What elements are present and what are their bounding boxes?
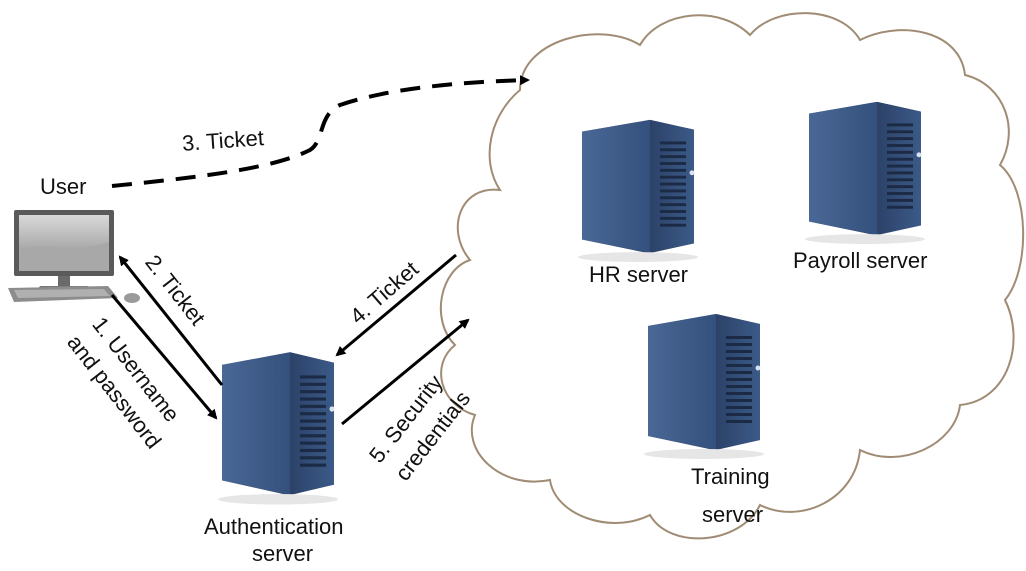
- arrow-step-2: [118, 255, 224, 386]
- server-icon: [218, 352, 338, 505]
- arrow-step-3: [111, 75, 530, 188]
- arrow-step-5: [341, 318, 470, 426]
- server-icon: [805, 101, 925, 244]
- user-label: User: [40, 174, 87, 199]
- computer-icon: [8, 210, 140, 303]
- server-icon: [644, 314, 764, 459]
- auth-server-label-line1: Authentication: [204, 514, 344, 539]
- training-server-label-line2: server: [702, 502, 764, 527]
- auth-server-label-line2: server: [252, 541, 314, 566]
- payroll-server-label: Payroll server: [793, 248, 928, 273]
- cloud-shape: [439, 12, 1025, 540]
- training-server-label-line1: Training: [691, 464, 770, 489]
- arrow-step-1: [110, 294, 218, 420]
- hr-server-label: HR server: [589, 262, 689, 287]
- server-icon: [578, 119, 698, 262]
- arrow-step-4: [335, 253, 457, 357]
